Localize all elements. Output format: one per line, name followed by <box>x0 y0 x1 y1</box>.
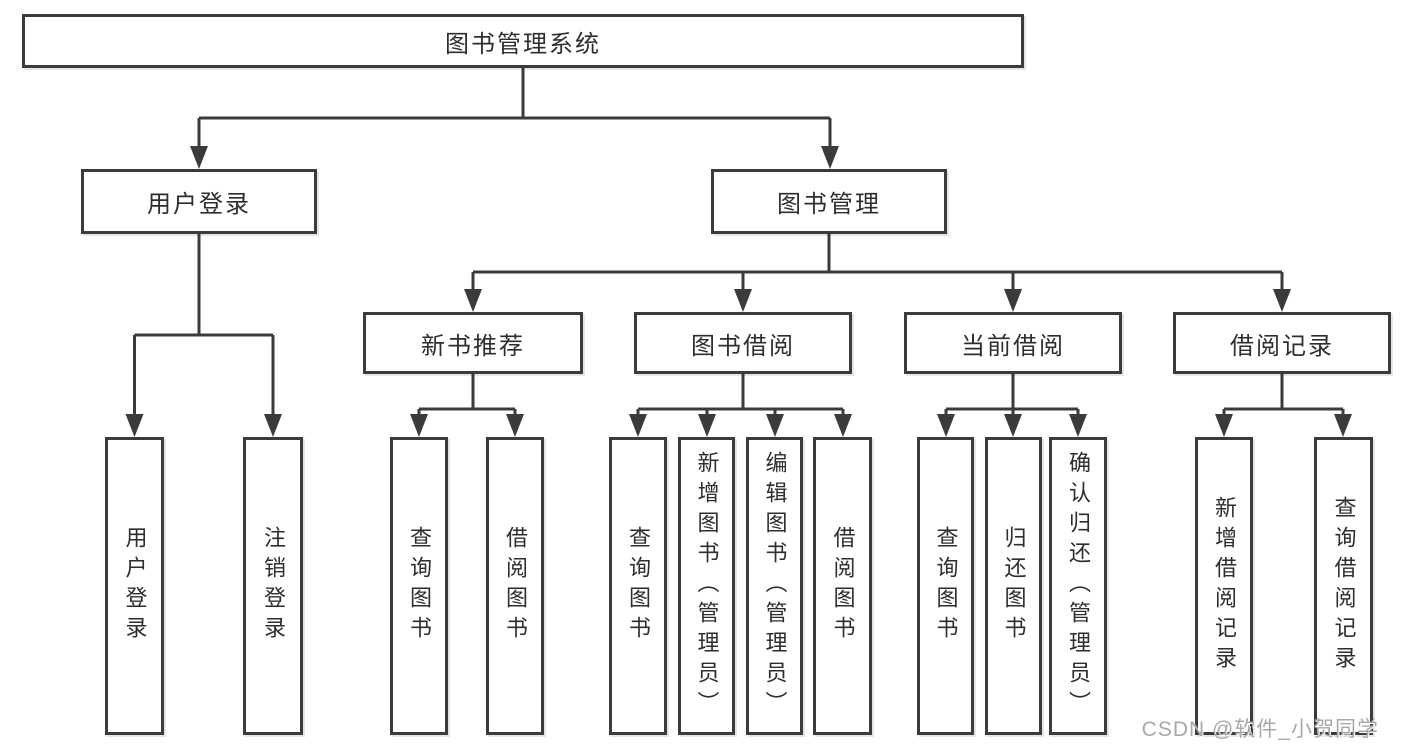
leaf-edit-books-admin: 编辑图书（管理员） <box>746 437 803 735</box>
node-label: 新增借阅记录 <box>1212 496 1237 676</box>
connector-book-borrowing-to-leaves <box>629 374 852 437</box>
leaf-query-books-borrowing: 查询图书 <box>609 437 667 735</box>
node-label: 归还图书 <box>1001 526 1027 646</box>
node-label: 借阅图书 <box>830 526 856 646</box>
leaf-confirm-return-admin: 确认归还（管理员） <box>1049 437 1107 735</box>
node-label: 图书管理 <box>777 191 881 218</box>
node-label: 用户登录 <box>122 526 148 646</box>
node-label: 当前借阅 <box>961 332 1065 360</box>
connector-user-login-to-leaves <box>125 234 282 437</box>
node-label: 确认归还（管理员） <box>1066 451 1091 721</box>
leaf-return-books: 归还图书 <box>985 437 1042 735</box>
leaf-borrow-books-recommend: 借阅图书 <box>486 437 544 735</box>
node-label: 图书管理系统 <box>445 30 601 58</box>
connector-book-management-to-level3 <box>464 234 1291 312</box>
node-label: 用户登录 <box>147 191 251 218</box>
connector-borrowing-records-to-leaves <box>1215 374 1352 437</box>
node-label: 新书推荐 <box>421 332 525 360</box>
node-label: 查询图书 <box>407 526 432 646</box>
node-book-management: 图书管理 <box>711 169 947 234</box>
node-label: 查询图书 <box>933 526 959 646</box>
node-label: 查询借阅记录 <box>1331 496 1357 676</box>
leaf-query-books-current: 查询图书 <box>917 437 974 735</box>
node-label: 查询图书 <box>626 526 651 646</box>
leaf-add-books-admin: 新增图书（管理员） <box>678 437 735 735</box>
node-label: 借阅记录 <box>1230 332 1334 360</box>
node-label: 编辑图书（管理员） <box>762 451 788 721</box>
leaf-query-books-recommend: 查询图书 <box>390 437 448 735</box>
node-current-borrowing: 当前借阅 <box>904 312 1122 374</box>
leaf-add-borrow-record: 新增借阅记录 <box>1195 437 1253 735</box>
node-label: 图书借阅 <box>691 332 795 360</box>
leaf-logout: 注销登录 <box>243 437 303 735</box>
node-label: 借阅图书 <box>503 526 528 646</box>
node-label: 新增图书（管理员） <box>694 451 720 721</box>
csdn-watermark: CSDN @软件_小贺同学 <box>1141 718 1379 741</box>
leaf-borrow-books: 借阅图书 <box>813 437 872 735</box>
node-label: 注销登录 <box>261 526 286 646</box>
connector-root-to-level2 <box>190 68 839 169</box>
node-new-book-recommend: 新书推荐 <box>363 312 583 374</box>
node-borrowing-records: 借阅记录 <box>1173 312 1391 374</box>
node-user-login: 用户登录 <box>81 169 317 234</box>
connector-current-borrowing-to-leaves <box>937 374 1087 437</box>
connector-new-book-recommend-to-leaves <box>410 374 524 437</box>
node-book-borrowing: 图书借阅 <box>634 312 852 374</box>
leaf-user-login: 用户登录 <box>105 437 164 735</box>
node-root-library-management-system: 图书管理系统 <box>22 14 1024 68</box>
leaf-query-borrow-record: 查询借阅记录 <box>1314 437 1373 735</box>
